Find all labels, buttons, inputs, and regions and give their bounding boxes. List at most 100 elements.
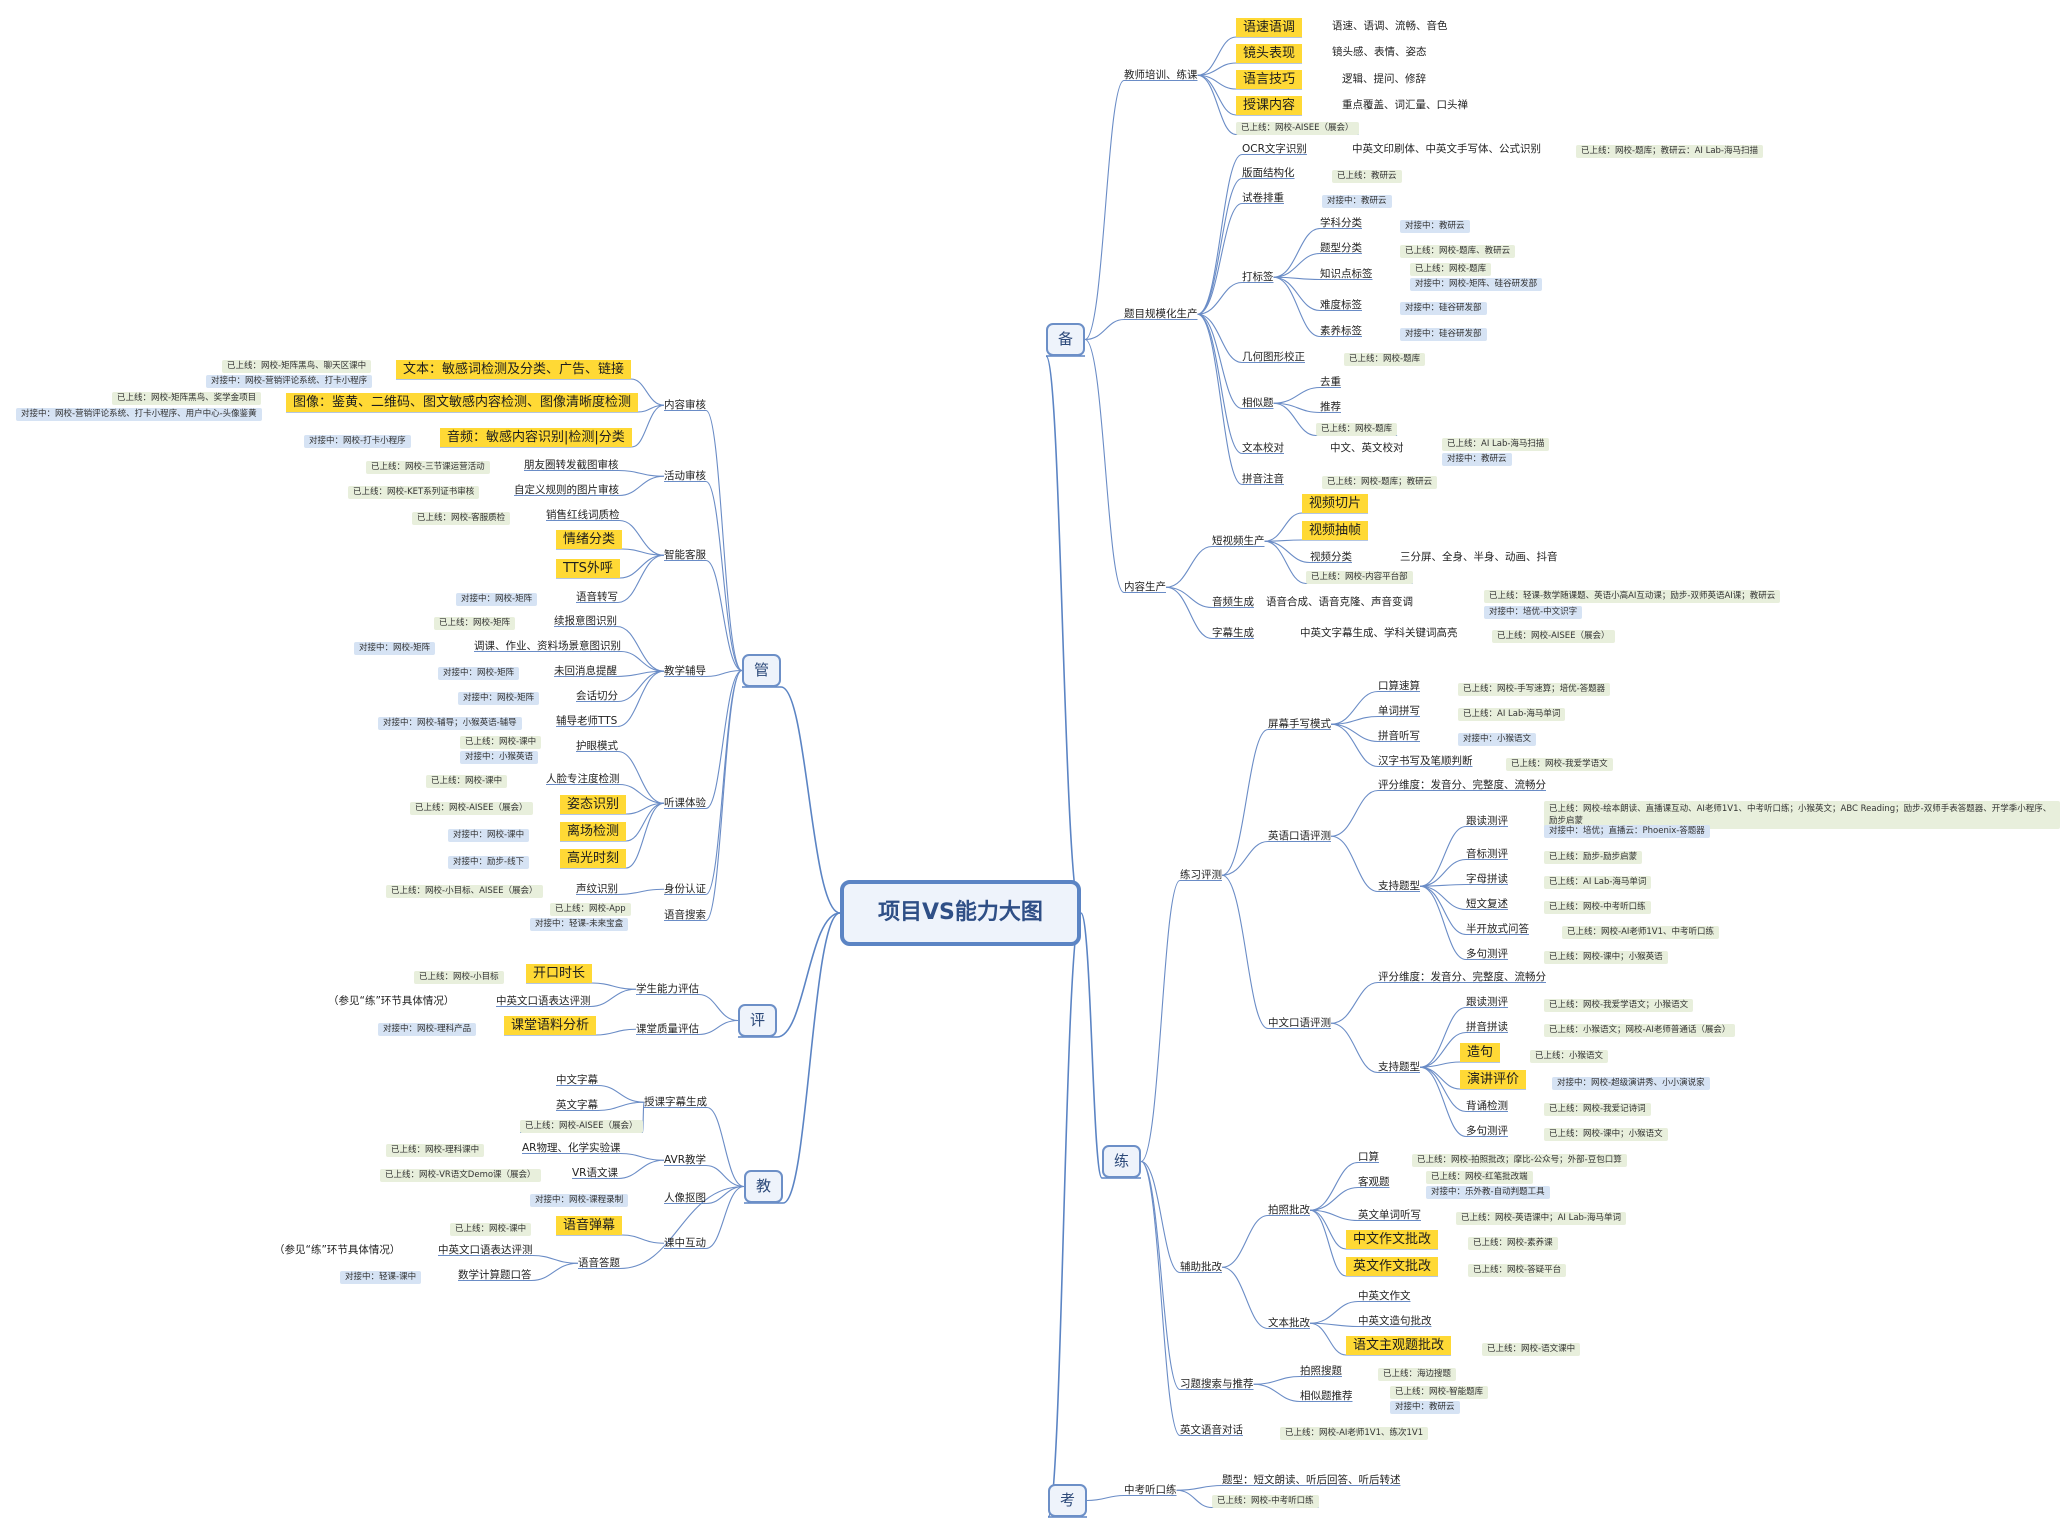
node-word-dictation[interactable]: 英文单词听写 xyxy=(1358,1209,1421,1221)
node-hanzi[interactable]: 汉字书写及笔顺判断 xyxy=(1378,755,1473,767)
node-portrait[interactable]: 人像抠图 xyxy=(664,1192,706,1204)
node-oral-calc[interactable]: 口算速算 xyxy=(1378,680,1420,692)
node-speech-eval[interactable]: 演讲评价 xyxy=(1460,1070,1527,1089)
node-in-class[interactable]: 课中互动 xyxy=(664,1237,706,1249)
node-image-audit[interactable]: 图像：鉴黄、二维码、图文敏感内容检测、图像清晰度检测 xyxy=(286,393,639,412)
branch-guan[interactable]: 管 xyxy=(742,654,782,687)
node-question-type[interactable]: 题型分类 xyxy=(1320,242,1362,254)
node-retell[interactable]: 短文复述 xyxy=(1466,898,1508,910)
node-en-subtitle[interactable]: 英文字幕 xyxy=(556,1099,598,1111)
node-letter-spell[interactable]: 字母拼读 xyxy=(1466,873,1508,885)
node-chinese-types[interactable]: 支持题型 xyxy=(1378,1061,1420,1073)
node-pinyin-dictation[interactable]: 拼音听写 xyxy=(1378,730,1420,742)
node-avr[interactable]: AVR教学 xyxy=(664,1154,706,1166)
node-kousuan[interactable]: 口算 xyxy=(1358,1151,1379,1163)
node-leave[interactable]: 离场检测 xyxy=(560,822,627,841)
node-chinese-oral[interactable]: 中文口语评测 xyxy=(1268,1017,1331,1029)
node-subtitle-gen[interactable]: 字幕生成 xyxy=(1212,627,1254,639)
branch-ping[interactable]: 评 xyxy=(738,1004,778,1037)
node-cn-subtitle[interactable]: 中文字幕 xyxy=(556,1074,598,1086)
node-open-qa[interactable]: 半开放式问答 xyxy=(1466,923,1529,935)
node-class-quality[interactable]: 课堂质量评估 xyxy=(636,1023,699,1035)
node-student-eval[interactable]: 学生能力评估 xyxy=(636,983,699,995)
node-voice-danmu[interactable]: 语音弹幕 xyxy=(556,1216,623,1235)
node-ar[interactable]: AR物理、化学实验课 xyxy=(522,1142,621,1154)
node-audio-audit[interactable]: 音频：敏感内容识别|检测|分类 xyxy=(440,428,632,447)
node-difficulty-tag[interactable]: 难度标签 xyxy=(1320,299,1362,311)
node-subjective[interactable]: 语文主观题批改 xyxy=(1346,1336,1452,1355)
node-cn-pinyin[interactable]: 拼音拼读 xyxy=(1466,1021,1508,1033)
node-custom-audit[interactable]: 自定义规则的图片审核 xyxy=(514,484,619,496)
node-photo-grading[interactable]: 拍照批改 xyxy=(1268,1204,1310,1216)
node-voice-transcribe[interactable]: 语音转写 xyxy=(576,591,618,603)
node-pinyin[interactable]: 拼音注音 xyxy=(1242,473,1284,485)
node-highlight[interactable]: 高光时刻 xyxy=(560,849,627,868)
node-teacher-training[interactable]: 教师培训、练课 xyxy=(1124,69,1198,81)
node-sales-check[interactable]: 销售红线词质检 xyxy=(546,509,620,521)
node-video-slice[interactable]: 视频切片 xyxy=(1302,494,1369,513)
node-english-oral[interactable]: 英语口语评测 xyxy=(1268,830,1331,842)
node-language-skill[interactable]: 语言技巧 xyxy=(1236,70,1303,89)
node-photo-search[interactable]: 拍照搜题 xyxy=(1300,1365,1342,1377)
node-cn-follow-read[interactable]: 跟读测评 xyxy=(1466,996,1508,1008)
node-make-sentence[interactable]: 造句 xyxy=(1460,1043,1501,1062)
node-text-audit[interactable]: 文本：敏感词检测及分类、广告、链接 xyxy=(396,360,632,379)
node-moments-audit[interactable]: 朋友圈转发截图审核 xyxy=(524,459,619,471)
root-node[interactable]: 项目VS能力大图 xyxy=(840,880,1081,946)
node-video-frame[interactable]: 视频抽帧 xyxy=(1302,521,1369,540)
node-ocr[interactable]: OCR文字识别 xyxy=(1242,143,1307,155)
node-search-recommend[interactable]: 习题搜索与推荐 xyxy=(1180,1378,1254,1390)
node-geometry[interactable]: 几何图形校正 xyxy=(1242,351,1305,363)
node-audio-gen[interactable]: 音频生成 xyxy=(1212,596,1254,608)
node-literacy-tag[interactable]: 素养标签 xyxy=(1320,325,1362,337)
node-oral-express-eval[interactable]: 中英文口语表达评测 xyxy=(496,995,591,1007)
node-text-b[interactable]: 中英文造句批改 xyxy=(1358,1315,1432,1327)
node-session-split[interactable]: 会话切分 xyxy=(576,690,618,702)
node-listening-exp[interactable]: 听课体验 xyxy=(664,797,706,809)
node-dedup-paper[interactable]: 试卷排重 xyxy=(1242,192,1284,204)
node-speech-rate[interactable]: 语速语调 xyxy=(1236,18,1303,37)
node-video-class[interactable]: 视频分类 xyxy=(1310,551,1352,563)
node-en-follow-read[interactable]: 跟读测评 xyxy=(1466,815,1508,827)
node-tagging[interactable]: 打标签 xyxy=(1242,271,1274,283)
node-renewal-intent[interactable]: 续报意图识别 xyxy=(554,615,617,627)
node-face-focus[interactable]: 人脸专注度检测 xyxy=(546,773,620,785)
node-dedup[interactable]: 去重 xyxy=(1320,376,1341,388)
node-content-production[interactable]: 内容生产 xyxy=(1124,581,1166,593)
node-recommend[interactable]: 推荐 xyxy=(1320,401,1341,413)
node-scene-intent[interactable]: 调课、作业、资料场景意图识别 xyxy=(474,640,621,652)
node-voice-search[interactable]: 语音搜索 xyxy=(664,909,706,921)
node-camera[interactable]: 镜头表现 xyxy=(1236,44,1303,63)
node-phonetic[interactable]: 音标测评 xyxy=(1466,848,1508,860)
node-english-dialog[interactable]: 英文语音对话 xyxy=(1180,1424,1243,1436)
node-voiceprint[interactable]: 声纹识别 xyxy=(576,883,618,895)
branch-jiao[interactable]: 教 xyxy=(744,1170,784,1203)
node-lecture-subtitle[interactable]: 授课字幕生成 xyxy=(644,1096,707,1108)
node-content-audit[interactable]: 内容审核 xyxy=(664,399,706,411)
node-oral-express-eval-2[interactable]: 中英文口语表达评测 xyxy=(438,1244,533,1256)
node-vr[interactable]: VR语文课 xyxy=(572,1167,618,1179)
node-speaking-time[interactable]: 开口时长 xyxy=(526,964,593,983)
node-short-video[interactable]: 短视频生产 xyxy=(1212,535,1265,547)
node-text-a[interactable]: 中英文作文 xyxy=(1358,1290,1411,1302)
node-similar[interactable]: 相似题 xyxy=(1242,397,1274,409)
node-multi-sentence[interactable]: 多句测评 xyxy=(1466,948,1508,960)
node-english-types[interactable]: 支持题型 xyxy=(1378,880,1420,892)
node-voice-answer[interactable]: 语音答题 xyxy=(578,1257,620,1269)
node-knowledge-tag[interactable]: 知识点标签 xyxy=(1320,268,1373,280)
node-cn-essay[interactable]: 中文作文批改 xyxy=(1346,1230,1439,1249)
node-corpus-analysis[interactable]: 课堂语料分析 xyxy=(504,1016,597,1035)
node-word-spell[interactable]: 单词拼写 xyxy=(1378,705,1420,717)
node-smart-service[interactable]: 智能客服 xyxy=(664,549,706,561)
branch-lian[interactable]: 练 xyxy=(1102,1145,1142,1178)
node-tutor-tts[interactable]: 辅导老师TTS xyxy=(556,715,618,727)
node-activity-audit[interactable]: 活动审核 xyxy=(664,470,706,482)
node-emotion[interactable]: 情绪分类 xyxy=(556,530,623,549)
node-cn-multi[interactable]: 多句测评 xyxy=(1466,1125,1508,1137)
branch-bei[interactable]: 备 xyxy=(1046,323,1086,356)
node-objective[interactable]: 客观题 xyxy=(1358,1176,1390,1188)
node-layout[interactable]: 版面结构化 xyxy=(1242,167,1295,179)
node-eye-protect[interactable]: 护眼模式 xyxy=(576,740,618,752)
node-math-oral[interactable]: 数学计算题口答 xyxy=(458,1269,532,1281)
node-identity[interactable]: 身份认证 xyxy=(664,883,706,895)
